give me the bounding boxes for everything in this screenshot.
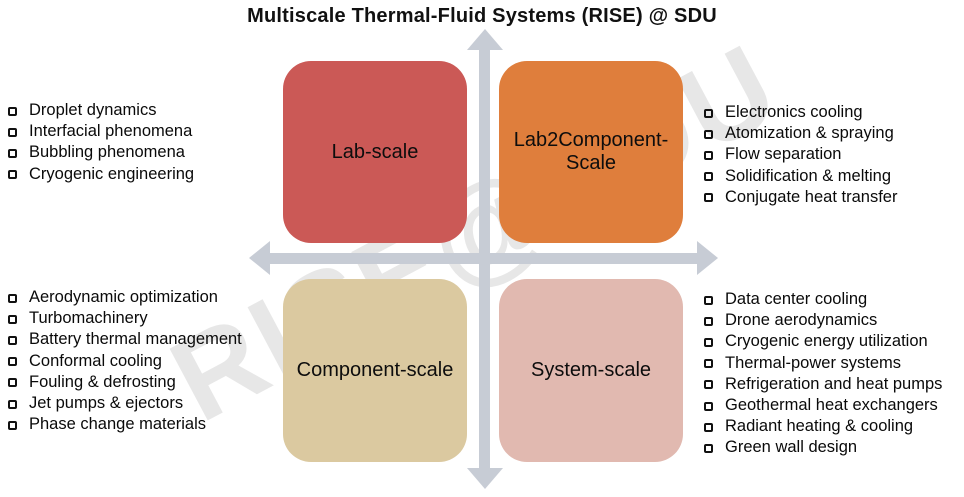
checkbox-bullet-icon [704,172,713,182]
list-item-label: Data center cooling [725,290,868,309]
list-item: Fouling & defrosting [8,372,242,393]
list-item-label: Jet pumps & ejectors [29,394,184,413]
arrowhead-up-icon [467,29,503,50]
checkbox-bullet-icon [8,335,17,345]
arrowhead-down-icon [467,468,503,489]
checkbox-bullet-icon [8,399,17,409]
topic-list-top-right: Electronics cooling Atomization & sprayi… [704,102,897,208]
list-item-label: Solidification & melting [725,166,891,185]
quadrant-system-scale: System-scale [499,279,683,462]
list-item: Phase change materials [8,414,242,435]
list-item: Cryogenic engineering [8,164,194,185]
quadrant-label: Lab-scale [331,140,419,163]
list-item: Conjugate heat transfer [704,187,897,208]
list-item: Drone aerodynamics [704,310,942,331]
list-item: Interfacial phenomena [8,121,194,142]
list-item: Thermal-power systems [704,353,942,374]
topic-list-bottom-right: Data center cooling Drone aerodynamics C… [704,289,942,459]
arrowhead-left-icon [249,241,270,275]
list-item-label: Geothermal heat exchangers [725,396,938,415]
list-item-label: Droplet dynamics [29,101,157,120]
list-item-label: Battery thermal management [29,330,242,349]
checkbox-bullet-icon [8,170,17,180]
list-item-label: Conjugate heat transfer [725,187,898,206]
list-item-label: Radiant heating & cooling [725,417,914,436]
list-item: Cryogenic energy utilization [704,331,942,352]
list-item: Jet pumps & ejectors [8,393,242,414]
list-item: Flow separation [704,144,897,165]
checkbox-bullet-icon [704,150,713,160]
page-title: Multiscale Thermal-Fluid Systems (RISE) … [247,5,717,27]
list-item-label: Fouling & defrosting [29,372,176,391]
quadrant-component-scale: Component-scale [283,279,467,462]
list-item: Data center cooling [704,289,942,310]
list-item: Bubbling phenomena [8,142,194,163]
checkbox-bullet-icon [704,193,713,203]
checkbox-bullet-icon [8,106,17,116]
list-item-label: Cryogenic engineering [29,164,195,183]
list-item-label: Phase change materials [29,415,207,434]
list-item-label: Electronics cooling [725,103,863,122]
list-item: Refrigeration and heat pumps [704,374,942,395]
list-item-label: Conformal cooling [29,351,162,370]
list-item-label: Interfacial phenomena [29,122,193,141]
list-item-label: Bubbling phenomena [29,143,185,162]
checkbox-bullet-icon [8,293,17,303]
list-item: Conformal cooling [8,351,242,372]
list-item: Battery thermal management [8,329,242,350]
checkbox-bullet-icon [8,378,17,388]
checkbox-bullet-icon [8,314,17,324]
checkbox-bullet-icon [8,127,17,137]
list-item-label: Cryogenic energy utilization [725,332,928,351]
list-item: Radiant heating & cooling [704,416,942,437]
checkbox-bullet-icon [8,148,17,158]
checkbox-bullet-icon [704,295,713,305]
list-item: Aerodynamic optimization [8,287,242,308]
list-item-label: Drone aerodynamics [725,311,878,330]
quadrant-label: System-scale [530,359,652,381]
topic-list-top-left: Droplet dynamics Interfacial phenomena B… [8,100,194,185]
list-item: Turbomachinery [8,308,242,329]
list-item: Geothermal heat exchangers [704,395,942,416]
list-item: Droplet dynamics [8,100,194,121]
list-item: Atomization & spraying [704,123,897,144]
checkbox-bullet-icon [704,359,713,369]
list-item-label: Flow separation [725,145,842,164]
checkbox-bullet-icon [704,380,713,390]
checkbox-bullet-icon [704,443,713,453]
axis-horizontal-shaft [267,253,700,264]
checkbox-bullet-icon [704,401,713,411]
quadrant-label: Lab2Component-Scale [513,129,669,174]
list-item-label: Turbomachinery [29,309,148,328]
list-item-label: Atomization & spraying [725,124,894,143]
list-item: Green wall design [704,437,942,458]
list-item-label: Aerodynamic optimization [29,288,218,307]
list-item: Electronics cooling [704,102,897,123]
checkbox-bullet-icon [8,357,17,367]
quadrant-lab-scale: Lab-scale [283,61,467,243]
list-item-label: Refrigeration and heat pumps [725,374,943,393]
quadrant-label: Component-scale [296,359,454,381]
checkbox-bullet-icon [8,420,17,430]
checkbox-bullet-icon [704,129,713,139]
checkbox-bullet-icon [704,316,713,326]
arrowhead-right-icon [697,241,718,275]
list-item-label: Thermal-power systems [725,353,902,372]
list-item-label: Green wall design [725,438,858,457]
list-item: Solidification & melting [704,166,897,187]
quadrant-lab2component-scale: Lab2Component-Scale [499,61,683,243]
checkbox-bullet-icon [704,422,713,432]
topic-list-bottom-left: Aerodynamic optimization Turbomachinery … [8,287,242,435]
checkbox-bullet-icon [704,337,713,347]
checkbox-bullet-icon [704,108,713,118]
